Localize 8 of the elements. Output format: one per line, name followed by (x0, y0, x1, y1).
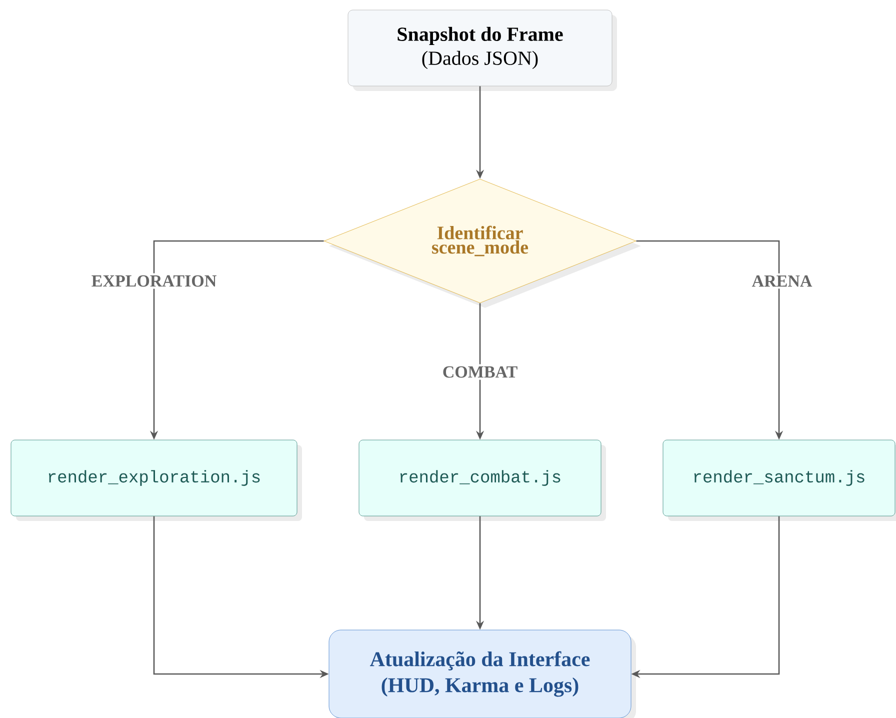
edge-label: EXPLORATION (89, 273, 219, 289)
process-box: Snapshot do Frame (Dados JSON) (348, 10, 617, 91)
edge-label: COMBAT (440, 364, 520, 380)
output-box: Atualização da Interface (HUD, Karma e Logs) (328, 630, 636, 718)
script-box: render_sanctum.js (662, 440, 896, 521)
script-box: render_combat.js (358, 440, 606, 521)
edge-label: ARENA (750, 273, 814, 289)
script-box: render_exploration.js (10, 440, 302, 521)
